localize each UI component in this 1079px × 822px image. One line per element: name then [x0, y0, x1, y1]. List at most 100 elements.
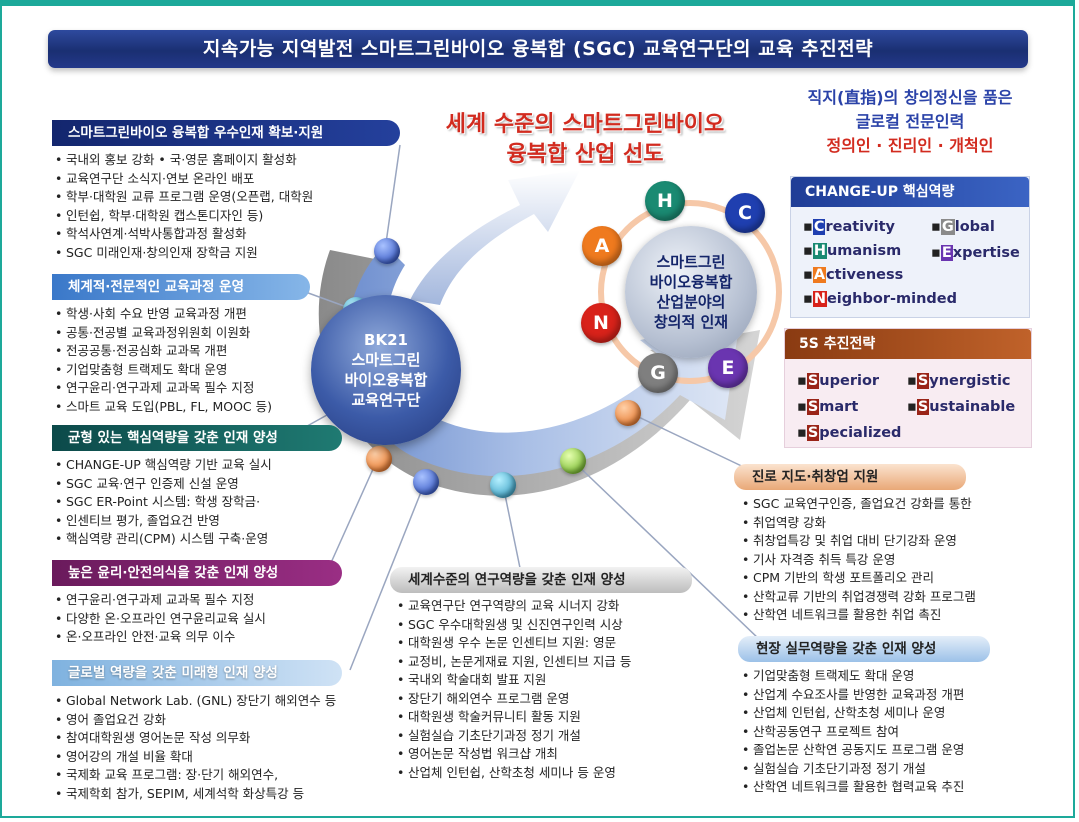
five-s-panel: 5S 추진전략 ▪Superior ▪Synergistic ▪Smart ▪S… [784, 328, 1032, 448]
connector-lines [299, 144, 761, 671]
list-item: 국내외 학술대회 발표 지원 [397, 671, 631, 690]
global-heading: 글로벌 역량을 갖춘 미래형 인재 양성 [52, 660, 342, 686]
career-list: SGC 교육연구인증, 졸업요건 강화를 통한 취업역량 강화 취창업특강 및 … [742, 495, 976, 625]
green-ball-icon [560, 448, 586, 474]
list-item: 인센티브 평가, 졸업요건 반영 [55, 512, 272, 531]
headline: 세계 수준의 스마트그린바이오 융복합 산업 선도 [405, 110, 765, 170]
list-item: 공통·전공별 교육과정위원회 이원화 [55, 324, 272, 343]
headline-line-2: 융복합 산업 선도 [506, 142, 664, 167]
bk21-label: BK21 스마트그린 바이오융복합 교육연구단 [344, 331, 428, 409]
curriculum-heading: 체계적·전문적인 교육과정 운영 [52, 274, 310, 300]
letter-a-icon: A [582, 226, 622, 266]
list-item: 영어강의 개설 비율 확대 [55, 748, 336, 767]
kw-specialized: ▪Specialized [797, 425, 902, 441]
kw-global: ▪Global [931, 219, 995, 235]
talent-list: 국내외 홍보 강화 • 국·영문 홈페이지 활성화 교육연구단 소식지·연보 온… [55, 151, 313, 262]
blue-ball-icon [374, 238, 400, 264]
kw-superior: ▪Superior [797, 373, 880, 389]
list-item: 교육연구단 소식지·연보 온라인 배포 [55, 170, 313, 189]
list-item: SGC 미래인재·창의인재 장학금 지원 [55, 244, 313, 263]
competency-heading: 균형 있는 핵심역량을 갖춘 인재 양성 [52, 425, 342, 451]
swoosh-shadow [318, 250, 760, 496]
mission-statement: 직지(直指)의 창의정신을 품은 글로컬 전문인력 정의인 · 진리인 · 개척… [760, 86, 1060, 158]
list-item: 기업맞춤형 트랙제도 확대 운영 [742, 667, 964, 686]
list-item: SGC ER-Point 시스템: 학생 장학금· [55, 493, 272, 512]
goal-circle: 스마트그린 바이오융복합 산업분야의 창의적 인재 [625, 226, 757, 358]
page-title: 지속가능 지역발전 스마트그린바이오 융복합 (SGC) 교육연구단의 교육 추… [48, 30, 1028, 68]
list-item: 실험실습 기초단기과정 정기 개설 [397, 727, 631, 746]
bk21-circle: BK21 스마트그린 바이오융복합 교육연구단 [311, 295, 461, 445]
letter-h-icon: H [645, 181, 685, 221]
letter-e-icon: E [708, 348, 748, 388]
list-item: 연구윤리·연구과제 교과목 필수 지정 [55, 591, 266, 610]
list-item: 영어 졸업요건 강화 [55, 711, 336, 730]
letter-g-icon: G [638, 353, 678, 393]
list-item: SGC 교육·연구 인증제 신설 운영 [55, 475, 272, 494]
global-list: Global Network Lab. (GNL) 장단기 해외연수 등 영어 … [55, 692, 336, 803]
list-item: SGC 교육연구인증, 졸업요건 강화를 통한 [742, 495, 976, 514]
list-item: CHANGE-UP 핵심역량 기반 교육 실시 [55, 456, 272, 475]
list-item: 학부·대학원 교류 프로그램 운영(오픈랩, 대학원 [55, 188, 313, 207]
kw-neighbor-minded: ▪Neighbor-minded [803, 291, 957, 307]
kw-smart: ▪Smart [797, 399, 859, 415]
list-item: 실험실습 기초단기과정 정기 개설 [742, 760, 964, 779]
list-item: 전공공통·전공심화 교과목 개편 [55, 342, 272, 361]
list-item: 교육연구단 연구역량의 교육 시너지 강화 [397, 597, 631, 616]
list-item: 취업역량 강화 [742, 514, 976, 533]
goal-label: 스마트그린 바이오융복합 산업분야의 창의적 인재 [649, 253, 733, 331]
list-item: Global Network Lab. (GNL) 장단기 해외연수 등 [55, 692, 336, 711]
letter-n-icon: N [581, 303, 621, 343]
talent-heading: 스마트그린바이오 융복합 우수인재 확보·지원 [52, 120, 400, 146]
list-item: 온·오프라인 안전·교육 의무 이수 [55, 628, 266, 647]
list-item: 장단기 해외연수 프로그램 운영 [397, 690, 631, 709]
research-heading: 세계수준의 연구역량을 갖춘 인재 양성 [390, 567, 692, 593]
change-up-title: CHANGE-UP 핵심역량 [791, 177, 1029, 207]
kw-synergistic: ▪Synergistic [907, 373, 1011, 389]
list-item: 산학연 네트워크를 활용한 취업 촉진 [742, 606, 976, 625]
orange-ball-icon [366, 446, 392, 472]
letter-c-icon: C [725, 193, 765, 233]
orange-ball-icon [615, 400, 641, 426]
competency-list: CHANGE-UP 핵심역량 기반 교육 실시 SGC 교육·연구 인증제 신설… [55, 456, 272, 549]
five-s-title: 5S 추진전략 [785, 329, 1031, 359]
kw-sustainable: ▪Sustainable [907, 399, 1016, 415]
list-item: 졸업논문 산학연 공동지도 프로그램 운영 [742, 741, 964, 760]
list-item: 영어논문 작성법 워크샵 개최 [397, 745, 631, 764]
blue-ball-icon [413, 469, 439, 495]
practice-list: 기업맞춤형 트랙제도 확대 운영 산업계 수요조사를 반영한 교육과정 개편 산… [742, 667, 964, 797]
list-item: 산학공동연구 프로젝트 참여 [742, 723, 964, 742]
change-ring [598, 200, 782, 384]
practice-heading: 현장 실무역량을 갖춘 인재 양성 [738, 636, 990, 662]
list-item: 대학원생 학술커뮤니티 활동 지원 [397, 708, 631, 727]
list-item: 기업맞춤형 트랙제도 확대 운영 [55, 361, 272, 380]
list-item: 학석사연계·석박사통합과정 활성화 [55, 225, 313, 244]
mission-line-3: 정의인 · 진리인 · 개척인 [826, 136, 994, 155]
kw-humanism: ▪Humanism [803, 243, 902, 259]
mission-line-2: 글로컬 전문인력 [855, 112, 965, 131]
list-item: 국제화 교육 프로그램: 장·단기 해외연수, [55, 766, 336, 785]
list-item: 참여대학원생 영어논문 작성 의무화 [55, 729, 336, 748]
mission-line-1: 직지(直指)의 창의정신을 품은 [807, 88, 1013, 107]
list-item: 산학연 네트워크를 활용한 협력교육 추진 [742, 778, 964, 797]
ethics-heading: 높은 윤리·안전의식을 갖춘 인재 양성 [52, 560, 342, 586]
upward-arrow [410, 170, 580, 305]
list-item: 기사 자격증 취득 특강 운영 [742, 551, 976, 570]
list-item: 인턴쉽, 학부·대학원 캡스톤디자인 등) [55, 207, 313, 226]
list-item: 핵심역량 관리(CPM) 시스템 구축·운영 [55, 530, 272, 549]
kw-activeness: ▪Activeness [803, 267, 904, 283]
list-item: 교정비, 논문게재료 지원, 인센티브 지급 등 [397, 653, 631, 672]
list-item: 대학원생 우수 논문 인센티브 지원: 영문 [397, 634, 631, 653]
list-item: 스마트 교육 도입(PBL, FL, MOOC 등) [55, 398, 272, 417]
list-item: 학생·사회 수요 반영 교육과정 개편 [55, 305, 272, 324]
list-item: 산업체 인턴쉽, 산학초청 세미나 운영 [742, 704, 964, 723]
list-item: CPM 기반의 학생 포트폴리오 관리 [742, 569, 976, 588]
list-item: 산업계 수요조사를 반영한 교육과정 개편 [742, 686, 964, 705]
list-item: 산업체 인턴쉽, 산학초청 세미나 등 운영 [397, 764, 631, 783]
career-heading: 진로 지도·취창업 지원 [734, 464, 966, 490]
research-list: 교육연구단 연구역량의 교육 시너지 강화 SGC 우수대학원생 및 신진연구인… [397, 597, 631, 782]
curriculum-list: 학생·사회 수요 반영 교육과정 개편 공통·전공별 교육과정위원회 이원화 전… [55, 305, 272, 416]
list-item: 국제학회 참가, SEPIM, 세계석학 화상특강 등 [55, 785, 336, 804]
ethics-list: 연구윤리·연구과제 교과목 필수 지정 다양한 온·오프라인 연구윤리교육 실시… [55, 591, 266, 647]
